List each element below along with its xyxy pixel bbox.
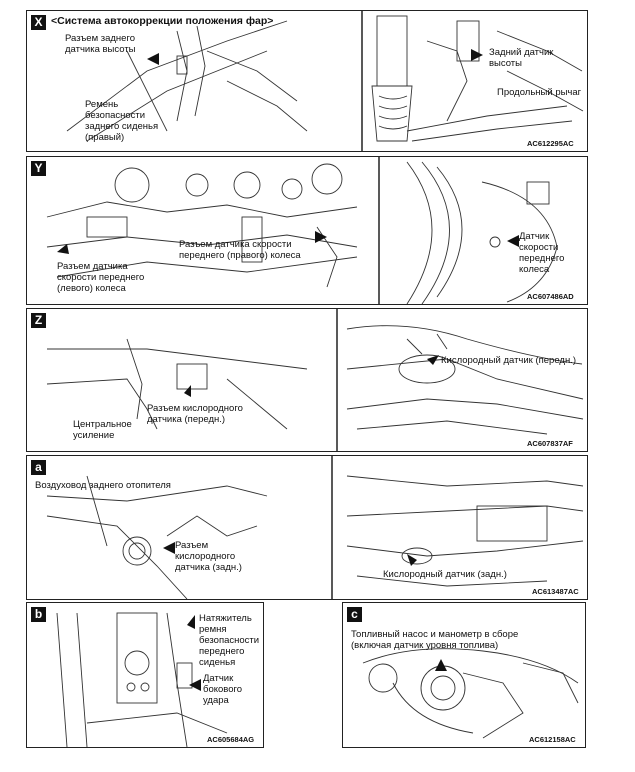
panel-x-code: AC612295AC	[527, 139, 574, 148]
label-front-seatbelt-tensioner: Натяжитель ремня безопасности переднего …	[199, 613, 260, 668]
panel-y-code: AC607486AD	[527, 292, 574, 301]
label-rear-height-sensor: Задний датчик высоты	[489, 47, 554, 69]
label-side-impact-sensor: Датчик бокового удара	[203, 673, 243, 706]
label-front-o2-sensor: Кислородный датчик (передн.)	[441, 355, 577, 366]
label-rear-o2-connector: Разъем кислородного датчика (задн.)	[175, 540, 242, 573]
label-front-o2-connector: Разъем кислородного датчика (передн.)	[147, 403, 243, 425]
label-trailing-arm: Продольный рычаг	[497, 87, 582, 98]
panel-b-tag: b	[31, 607, 46, 622]
panel-y-tag: Y	[31, 161, 46, 176]
label-rear-heater-duct: Воздуховод заднего отопителя	[35, 480, 171, 491]
panel-c-code: AC612158AC	[529, 735, 576, 744]
panel-a-code: AC613487AC	[532, 587, 579, 596]
panel-b: b Натяжитель ремня безопасности переднег…	[26, 602, 264, 748]
label-rear-o2-sensor: Кислородный датчик (задн.)	[383, 569, 507, 580]
label-front-right-speed-connector: Разъем датчика скорости переднего (право…	[179, 239, 301, 261]
panel-x-illustration	[66, 11, 584, 151]
panel-a-illustration	[46, 456, 584, 599]
panel-c-tag: c	[347, 607, 362, 622]
panel-z-illustration	[46, 309, 584, 451]
label-fuel-pump-assembly: Топливный насос и манометр в сборе (вклю…	[351, 629, 519, 651]
label-front-left-speed-connector: Разъем датчика скорости переднего (левог…	[57, 261, 145, 294]
panel-c-illustration	[362, 648, 579, 739]
label-rear-height-connector: Разъем заднего датчика высоты	[65, 33, 136, 55]
panel-x-tag: X	[31, 15, 46, 30]
label-rear-seat-belt: Ремень безопасности заднего сиденья (пра…	[85, 99, 159, 143]
panel-x-heading: <Система автокоррекции положения фар>	[51, 15, 274, 27]
panel-x: X <Система автокоррекции положения фар> …	[26, 10, 588, 152]
label-front-wheel-speed-sensor: Датчик скорости переднего колеса	[519, 231, 565, 275]
panel-z-code: AC607837AF	[527, 439, 573, 448]
panel-y: Y Разъем датчика скорости переднего (пра…	[26, 156, 588, 305]
panel-b-illustration	[56, 612, 228, 747]
panel-a: a Воздуховод заднего отопителя Разъем ки…	[26, 455, 588, 600]
panel-z-tag: Z	[31, 313, 46, 328]
panel-a-tag: a	[31, 460, 46, 475]
panel-c: c Топливный насос и манометр в сборе (вк…	[342, 602, 586, 748]
panel-y-illustration	[46, 157, 558, 304]
label-center-reinforcement: Центральное усиление	[73, 419, 132, 441]
panel-b-code: AC605684AG	[207, 735, 255, 744]
panel-z: Z Разъем кислородного датчика (передн.) …	[26, 308, 588, 452]
